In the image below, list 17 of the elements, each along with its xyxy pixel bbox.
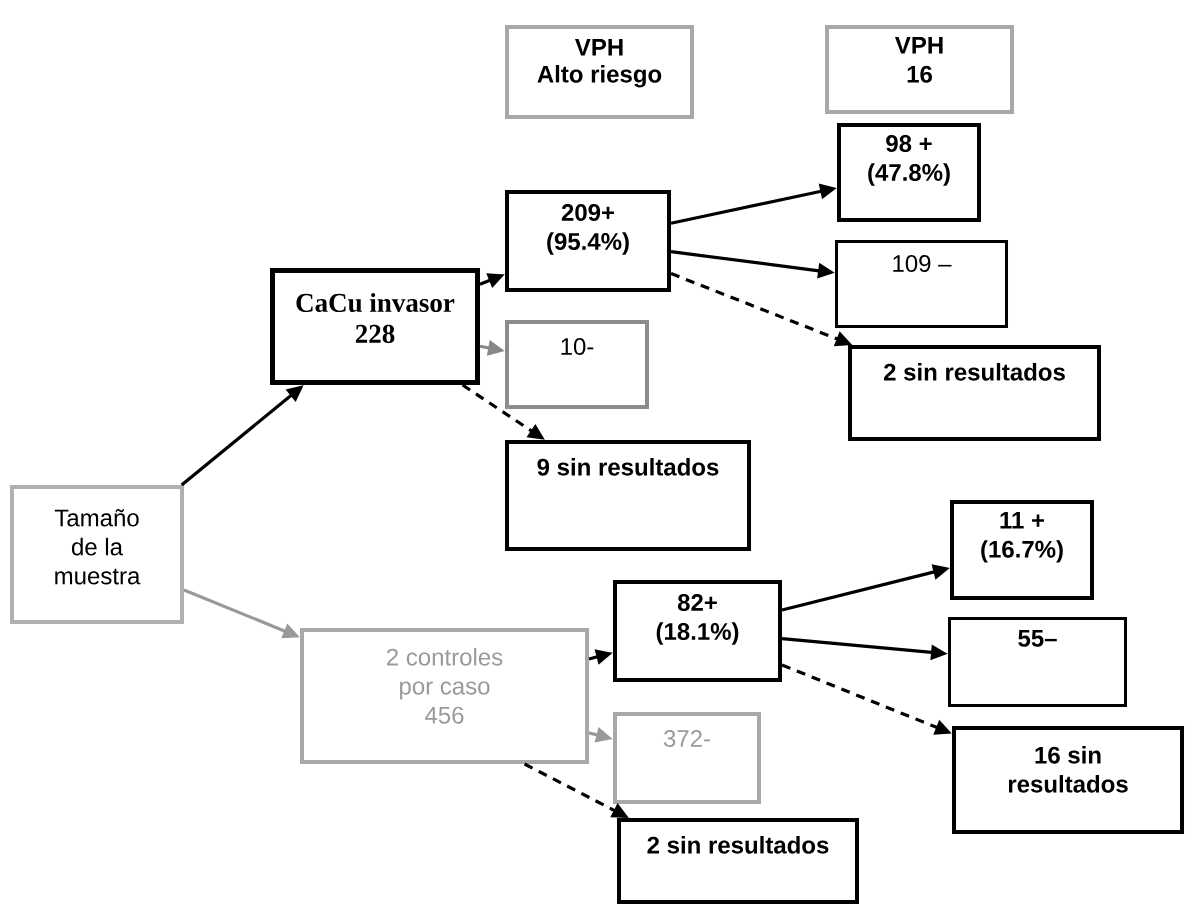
result-box: 2 sin resultados	[617, 818, 859, 904]
result-box: 16 sin resultados	[952, 726, 1184, 834]
result-box: 2 sin resultados	[848, 345, 1101, 441]
result-box: 82+ (18.1%)	[613, 580, 782, 682]
result-box: 372-	[613, 712, 761, 804]
result-box: 55–	[948, 617, 1127, 707]
result-box: 11 + (16.7%)	[950, 500, 1094, 600]
result-box: 209+ (95.4%)	[505, 190, 671, 292]
sample-box: Tamaño de la muestra	[10, 485, 184, 624]
result-box: 109 –	[835, 240, 1008, 328]
group-box: 2 controles por caso 456	[300, 628, 589, 764]
group-box: CaCu invasor 228	[270, 268, 480, 385]
result-box: 10-	[505, 320, 649, 409]
column-header-box: VPH 16	[825, 25, 1014, 114]
column-header-box: VPH Alto riesgo	[505, 25, 694, 119]
result-box: 98 + (47.8%)	[837, 123, 981, 222]
result-box: 9 sin resultados	[505, 440, 751, 551]
